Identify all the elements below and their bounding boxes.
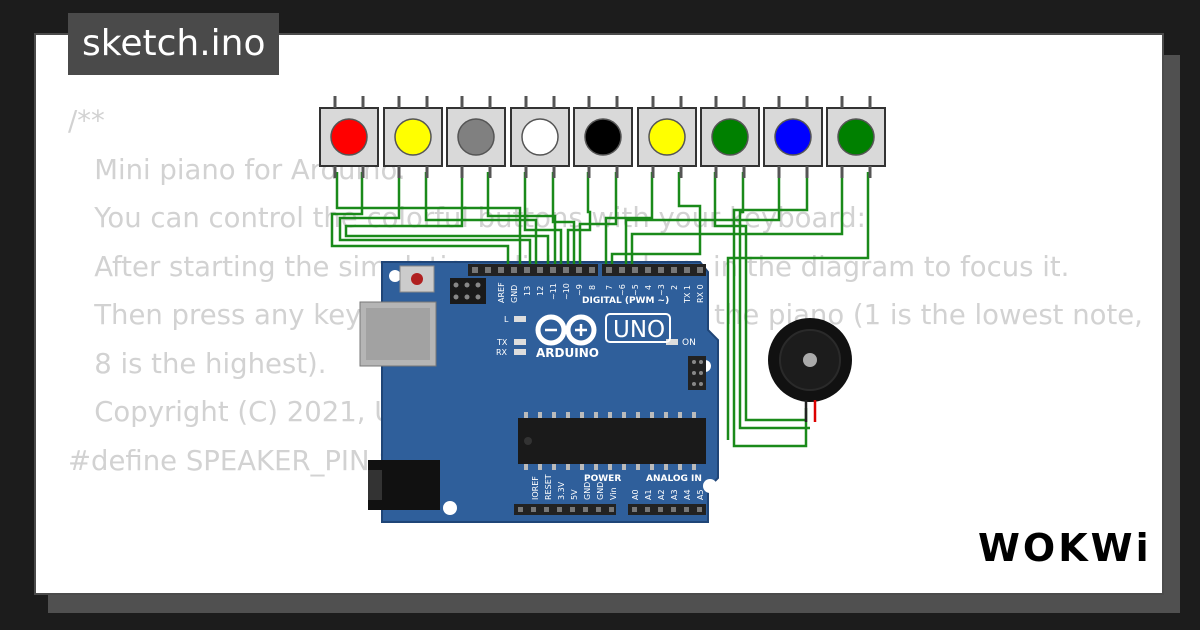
button-cap[interactable] [457,118,495,156]
reset-button-cap[interactable] [411,273,423,285]
digital-pin-labels: AREF GND 13 12 ~11 ~10 ~9 8 7 ~6 ~5 4 ~3… [497,282,705,304]
pin-label: 2 [670,285,679,290]
code-line: 8 is the highest). [68,347,327,380]
tx-led-label: TX [496,338,508,347]
analog-pin-labels: A0 A1 A2 A3 A4 A5 [631,489,705,500]
pin-label: RX 0 [696,284,705,303]
button-cap[interactable] [711,118,749,156]
button-cap[interactable] [584,118,622,156]
pin-label: Vin [609,487,618,500]
on-label: ON [682,338,696,348]
pin-label: GND [583,482,592,500]
push-button-red[interactable] [319,107,379,167]
arduino-board[interactable]: AREF GND 13 12 ~11 ~10 ~9 8 7 ~6 ~5 4 ~3… [359,261,719,523]
button-cap[interactable] [330,118,368,156]
pin-label: A0 [631,489,640,500]
pin-label: A5 [696,489,705,500]
code-line: /** [68,105,105,137]
icsp2-header [688,356,706,390]
uno-badge [605,313,671,343]
l-led [514,316,526,322]
digital-label: DIGITAL (PWM ~) [582,296,669,306]
pin-label: A4 [683,489,692,500]
pin-label: GND [596,482,605,500]
wires [330,172,870,448]
analog-header [628,504,706,515]
on-led [666,339,678,345]
push-button-yellow-2[interactable] [637,107,697,167]
rx-led-label: RX [496,348,508,357]
analog-label: ANALOG IN [646,474,702,484]
pin-label: ~6 [618,284,627,296]
button-cap[interactable] [521,118,559,156]
button-cap[interactable] [774,118,812,156]
pin-label: 5V [570,489,579,500]
pin-label: ~3 [657,284,666,296]
arduino-logo-icon [535,314,597,346]
power-label: POWER [584,474,621,484]
pin-label: 8 [588,285,597,290]
pin-label: ~11 [549,283,558,300]
button-cap[interactable] [837,118,875,156]
pin-label: AREF [497,282,506,303]
pin-label: ~10 [562,283,571,300]
icsp-header [450,278,486,304]
mount-hole [389,270,401,282]
push-button-gray[interactable] [446,107,506,167]
piezo-buzzer[interactable] [768,318,852,422]
button-cap[interactable] [648,118,686,156]
board-model: UNO [613,317,665,343]
power-header [514,504,616,515]
mount-hole [443,501,457,515]
digital-header-right [602,264,706,276]
pin-label: ~9 [575,284,584,296]
l-led-label: L [504,315,509,324]
pin-label: 12 [536,286,545,296]
push-buttons[interactable] [319,96,886,178]
code-line: You can control the colorful buttons wit… [68,202,866,234]
pin-label: TX 1 [683,285,692,304]
power-pin-labels: IOREF RESET 3.3V 5V GND GND Vin [531,474,618,500]
pin-label: 13 [523,286,532,296]
pin-label: RESET [544,474,553,500]
tx-led [514,339,526,345]
board-brand: ARDUINO [536,346,599,360]
pin-label: A1 [644,489,653,500]
sketch-title: sketch.ino [68,13,280,75]
pin-label: IOREF [531,476,540,500]
push-button-blue[interactable] [763,107,823,167]
mount-hole [703,479,717,493]
push-button-white[interactable] [510,107,570,167]
push-button-yellow[interactable] [383,107,443,167]
button-cap[interactable] [394,118,432,156]
pin-label: ~5 [631,284,640,296]
push-button-black[interactable] [573,107,633,167]
pin-label: A3 [670,489,679,500]
wokwi-logo: WOKWi [978,526,1152,570]
pin-label: 3.3V [557,481,566,500]
push-button-green-2[interactable] [826,107,886,167]
pin-label: GND [510,285,519,303]
pin-label: 7 [605,285,614,290]
pin-label: 4 [644,285,653,290]
pin-label: A2 [657,489,666,500]
push-button-green[interactable] [700,107,760,167]
rx-led [514,349,526,355]
microcontroller-chip [518,412,706,470]
